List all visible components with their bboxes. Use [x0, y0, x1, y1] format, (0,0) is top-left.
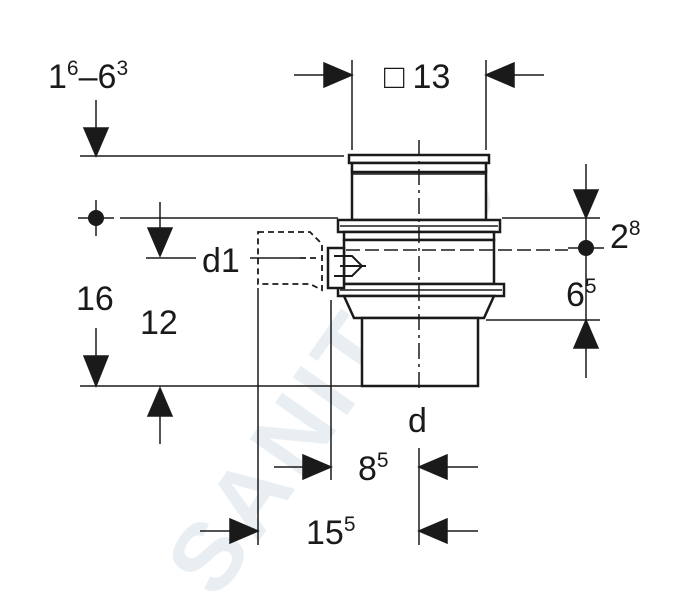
label-bottom-inner: 85 [358, 449, 389, 488]
label-d: d [408, 402, 427, 440]
arrow-right-up [572, 318, 600, 349]
side-connection-dashed [257, 231, 323, 292]
label-square: □13 [384, 58, 450, 96]
label-d1: d1 [202, 242, 240, 280]
arrow-12-down [146, 202, 174, 258]
arrow-13-left [294, 61, 354, 89]
label-left-inner: 12 [140, 304, 178, 342]
arrow-15-5-left [200, 517, 260, 545]
label-left-outer: 16 [76, 280, 114, 318]
arrow-8-5-left [274, 453, 333, 481]
arrow-13-right [484, 61, 544, 89]
arrow-top-range-down [82, 100, 110, 158]
drain-body [326, 153, 506, 388]
label-right-upper: 28 [610, 217, 641, 256]
arrow-16-down [82, 328, 110, 389]
label-right-lower: 65 [566, 275, 597, 314]
arrow-15-5-right [417, 517, 478, 545]
side-nozzle [326, 246, 346, 290]
label-top-range: 16–63 [48, 57, 128, 96]
arrow-right-down [572, 164, 600, 220]
outlet-pipe [360, 316, 480, 388]
arrow-8-5-right [417, 453, 478, 481]
arrow-12-up [146, 386, 174, 444]
label-bottom-outer: 155 [306, 513, 356, 552]
